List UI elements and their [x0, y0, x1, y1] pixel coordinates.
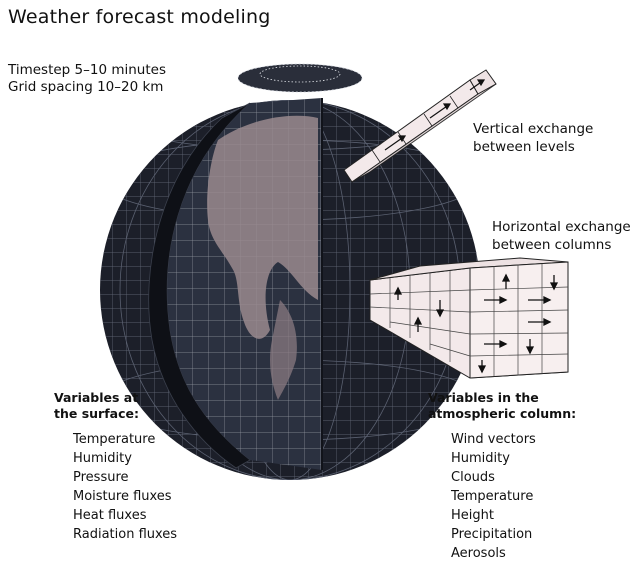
list-item: Height — [451, 508, 494, 523]
horizontal-exchange-label: Horizontal exchange between columns — [492, 218, 631, 254]
page-title: Weather forecast modeling — [8, 6, 271, 28]
continent-shape-south — [270, 300, 297, 400]
continent-shape — [207, 115, 318, 339]
column-heading-line1: Variables in the — [428, 390, 539, 405]
list-item: Wind vectors — [451, 432, 536, 447]
horizontal-exchange-line2: between columns — [492, 237, 612, 253]
globe — [100, 63, 480, 480]
vertical-exchange-column — [343, 69, 497, 183]
list-item: Humidity — [451, 451, 510, 466]
surface-variables-list: Temperature Humidity Pressure Moisture f… — [73, 430, 177, 544]
surface-heading-line2: the surface: — [54, 406, 139, 421]
list-item: Heat fluxes — [73, 508, 147, 523]
list-item: Aerosols — [451, 546, 506, 561]
vertical-exchange-line2: between levels — [473, 139, 575, 155]
list-item: Temperature — [73, 432, 156, 447]
column-variables-list: Wind vectors Humidity Clouds Temperature… — [451, 430, 536, 563]
column-heading-line2: atmospheric column: — [428, 406, 577, 421]
list-item: Moisture fluxes — [73, 489, 172, 504]
surface-variables-heading: Variables at the surface: — [54, 390, 139, 422]
horizontal-arrows — [393, 273, 559, 374]
list-item: Temperature — [451, 489, 534, 504]
model-parameters: Timestep 5–10 minutes Grid spacing 10–20… — [8, 62, 166, 96]
list-item: Pressure — [73, 470, 129, 485]
vertical-exchange-line1: Vertical exchange — [473, 121, 594, 137]
vertical-arrows — [384, 79, 486, 151]
surface-heading-line1: Variables at — [54, 390, 139, 405]
list-item: Humidity — [73, 451, 132, 466]
vertical-exchange-label: Vertical exchange between levels — [473, 120, 593, 156]
list-item: Clouds — [451, 470, 495, 485]
column-variables-heading: Variables in the atmospheric column: — [428, 390, 576, 422]
list-item: Precipitation — [451, 527, 533, 542]
horizontal-exchange-block — [369, 257, 569, 379]
grid-spacing-label: Grid spacing 10–20 km — [8, 79, 164, 95]
timestep-label: Timestep 5–10 minutes — [8, 62, 166, 78]
polar-cap — [237, 63, 363, 93]
horizontal-exchange-line1: Horizontal exchange — [492, 219, 631, 235]
list-item: Radiation fluxes — [73, 527, 178, 542]
